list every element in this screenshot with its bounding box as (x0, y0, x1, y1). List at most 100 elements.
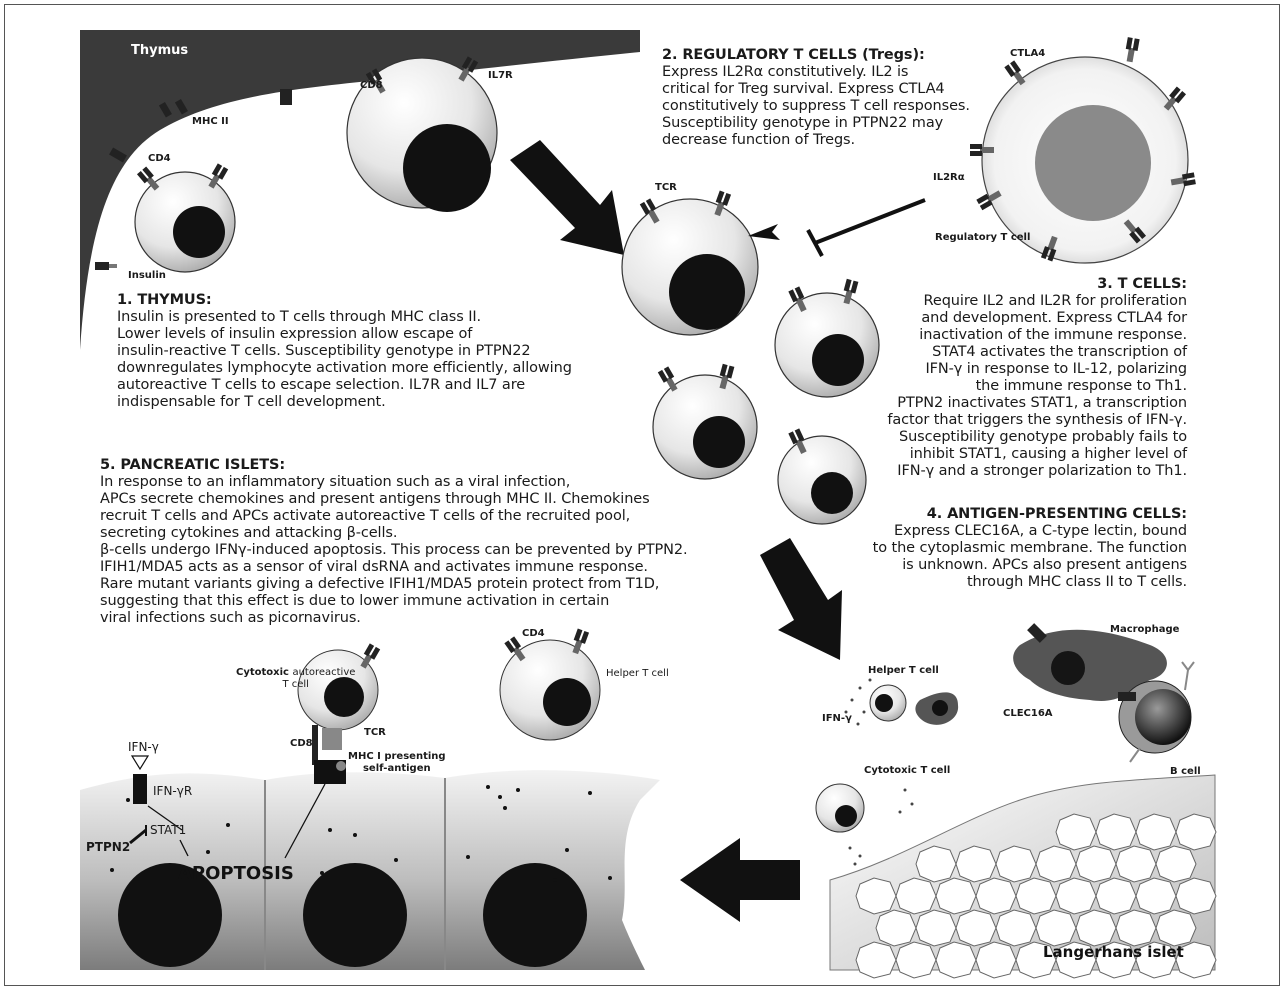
islet-cell (1076, 846, 1116, 882)
section-thymus-line: indispensable for T cell development. (117, 394, 572, 411)
islet-cell (1136, 878, 1176, 914)
label-cytotoxic-t-cell: Cytotoxic T cell (864, 765, 950, 776)
islet-cell (1116, 910, 1156, 946)
islet-cell (896, 878, 936, 914)
section-tcells-line: Susceptibility genotype probably fails t… (887, 429, 1187, 446)
islet-cell (1076, 910, 1116, 946)
label-tcr-bottom: TCR (364, 727, 386, 738)
section-islets-line: recruit T cells and APCs activate autore… (100, 508, 688, 525)
section-tcells-title: 3. T CELLS: (887, 276, 1187, 293)
islet-cell (1176, 878, 1216, 914)
label-b-cell: B cell (1170, 766, 1201, 777)
section-tcells-line: inhibit STAT1, causing a higher level of (887, 446, 1187, 463)
label-thymus: Thymus (131, 43, 188, 58)
section-tcells-line: inactivation of the immune response. (887, 327, 1187, 344)
islet-cell (1096, 878, 1136, 914)
label-ifn-gamma: IFN-γ (128, 740, 159, 754)
label-apoptosis: APOPTOSIS (178, 863, 294, 884)
islet-cell (1176, 814, 1216, 850)
islet-cell (1156, 910, 1196, 946)
section-thymus-line: downregulates lymphocyte activation more… (117, 360, 572, 377)
section-islets-line: APCs secrete chemokines and present anti… (100, 491, 688, 508)
islet-cell (996, 846, 1036, 882)
section-apc-line: to the cytoplasmic membrane. The functio… (873, 540, 1187, 557)
islet-cell (956, 910, 996, 946)
section-tcells-line: Require IL2 and IL2R for proliferation (887, 293, 1187, 310)
label-il2ra: IL2Rα (933, 172, 965, 183)
section-tcells-line: factor that triggers the synthesis of IF… (887, 412, 1187, 429)
islet-cell (1016, 878, 1056, 914)
islet-cell (916, 846, 956, 882)
section-thymus: 1. THYMUS: Insulin is presented to T cel… (117, 292, 572, 411)
islet-cell (976, 942, 1016, 978)
islet-cell (856, 942, 896, 978)
section-islets: 5. PANCREATIC ISLETS: In response to an … (100, 457, 688, 627)
section-tregs-line: Susceptibility genotype in PTPN22 may (662, 115, 970, 132)
islet-cell (996, 910, 1036, 946)
section-tcells-line: PTPN2 inactivates STAT1, a transcription (887, 395, 1187, 412)
label-ctla4: CTLA4 (1010, 48, 1045, 59)
islet-cell (896, 942, 936, 978)
islet-cell (1116, 846, 1156, 882)
label-mhc1-line1: MHC I presenting (348, 751, 446, 762)
section-tcells-line: the immune response to Th1. (887, 378, 1187, 395)
section-thymus-line: autoreactive T cells to escape selection… (117, 377, 572, 394)
section-tregs-line: critical for Treg survival. Express CTLA… (662, 81, 970, 98)
islet-cell (1056, 814, 1096, 850)
section-tregs-line: Express IL2Rα constitutively. IL2 is (662, 64, 970, 81)
section-tregs-line: constitutively to suppress T cell respon… (662, 98, 970, 115)
label-macrophage: Macrophage (1110, 624, 1179, 635)
section-tcells: 3. T CELLS: Require IL2 and IL2R for pro… (887, 276, 1187, 480)
section-thymus-title: 1. THYMUS: (117, 292, 572, 309)
arrow-to-apc (760, 538, 842, 660)
islet-cell (1136, 814, 1176, 850)
label-cd8: CD8 (360, 80, 383, 91)
label-autoreactive-t-cell: T cell (282, 679, 309, 690)
section-tregs: 2. REGULATORY T CELLS (Tregs): Express I… (662, 47, 970, 149)
section-tcells-line: IFN-γ and a stronger polarization to Th1… (887, 463, 1187, 480)
label-mhc2: MHC II (192, 116, 229, 127)
islet-cell (916, 910, 956, 946)
islet-cell (1156, 846, 1196, 882)
label-ifn-gamma-apc: IFN-γ (822, 713, 852, 724)
label-helper-t-cell-bottom: Helper T cell (606, 668, 669, 679)
section-tcells-line: STAT4 activates the transcription of (887, 344, 1187, 361)
islet-cell (1036, 910, 1076, 946)
label-autoreactive: autoreactive (292, 667, 355, 678)
label-langerhans-islet: Langerhans islet (1043, 943, 1184, 961)
section-islets-line: Rare mutant variants giving a defective … (100, 576, 688, 593)
section-apc-line: is unknown. APCs also present antigens (873, 557, 1187, 574)
islet-cell (856, 878, 896, 914)
section-islets-line: In response to an inflammatory situation… (100, 474, 688, 491)
section-islets-line: secreting cytokines and attacking β-cell… (100, 525, 688, 542)
section-tregs-line: decrease function of Tregs. (662, 132, 970, 149)
section-tcells-line: IFN-γ in response to IL-12, polarizing (887, 361, 1187, 378)
section-islets-line: β-cells undergo IFNγ-induced apoptosis. … (100, 542, 688, 559)
label-insulin: Insulin (128, 270, 166, 281)
section-thymus-line: insulin-reactive T cells. Susceptibility… (117, 343, 572, 360)
section-apc-line: Express CLEC16A, a C-type lectin, bound (873, 523, 1187, 540)
section-apc: 4. ANTIGEN-PRESENTING CELLS: Express CLE… (873, 506, 1187, 591)
islet-cell (876, 910, 916, 946)
islet-cell (956, 846, 996, 882)
label-stat1: STAT1 (150, 823, 186, 837)
label-helper-t-cell-apc: Helper T cell (868, 665, 939, 676)
section-islets-line: IFIH1/MDA5 acts as a sensor of viral dsR… (100, 559, 688, 576)
section-islets-title: 5. PANCREATIC ISLETS: (100, 457, 688, 474)
label-ifn-gamma-r: IFN-γR (153, 784, 192, 798)
section-islets-line: suggesting that this effect is due to lo… (100, 593, 688, 610)
islet-cell (936, 878, 976, 914)
arrow-to-islet-tissue (680, 838, 800, 922)
arrow-thymus-to-tcell (510, 140, 624, 255)
islet-cell (1096, 814, 1136, 850)
label-mhc1-line2: self-antigen (363, 763, 431, 774)
section-apc-line: through MHC class II to T cells. (873, 574, 1187, 591)
islet-cell (1056, 878, 1096, 914)
section-thymus-line: Lower levels of insulin expression allow… (117, 326, 572, 343)
label-il7r: IL7R (488, 70, 513, 81)
islet-cell (976, 878, 1016, 914)
label-cd4: CD4 (148, 153, 171, 164)
label-cytotoxic-bold: Cytotoxic (236, 667, 289, 678)
section-tregs-title: 2. REGULATORY T CELLS (Tregs): (662, 47, 970, 64)
section-islets-line: viral infections such as picornavirus. (100, 610, 688, 627)
